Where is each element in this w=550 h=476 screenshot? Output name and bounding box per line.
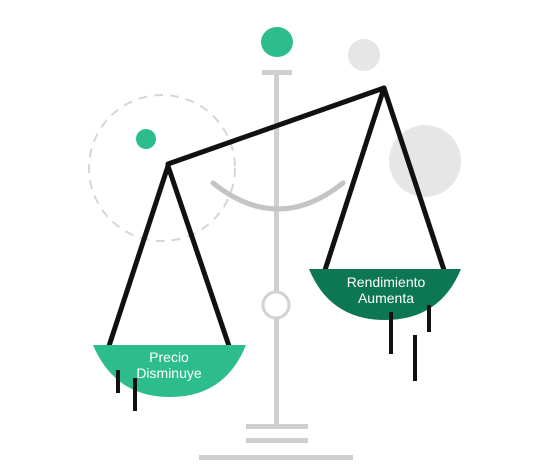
left-pan-label-line2: Disminuye bbox=[136, 365, 202, 381]
green-dot-top bbox=[261, 27, 293, 57]
right-pan-label-line1: Rendimiento bbox=[347, 274, 426, 290]
left-pan-label-line1: Precio bbox=[149, 349, 189, 365]
left-pan bbox=[93, 345, 246, 397]
dashed-circle-decoration bbox=[88, 94, 236, 242]
stand-arc bbox=[210, 180, 346, 212]
right-pan bbox=[309, 269, 461, 320]
right-pan-label-line2: Aumenta bbox=[358, 290, 414, 306]
right-drip-lines bbox=[389, 305, 431, 381]
green-dot-left bbox=[136, 129, 156, 149]
left-hanger bbox=[106, 163, 232, 349]
scale-stand bbox=[199, 70, 353, 460]
scale-beam bbox=[165, 85, 387, 167]
stand-pivot-ring bbox=[261, 290, 291, 320]
gray-circle-small bbox=[348, 39, 380, 71]
right-hanger bbox=[322, 85, 447, 273]
gray-circle-large bbox=[389, 125, 461, 197]
left-drip-lines bbox=[116, 370, 137, 411]
